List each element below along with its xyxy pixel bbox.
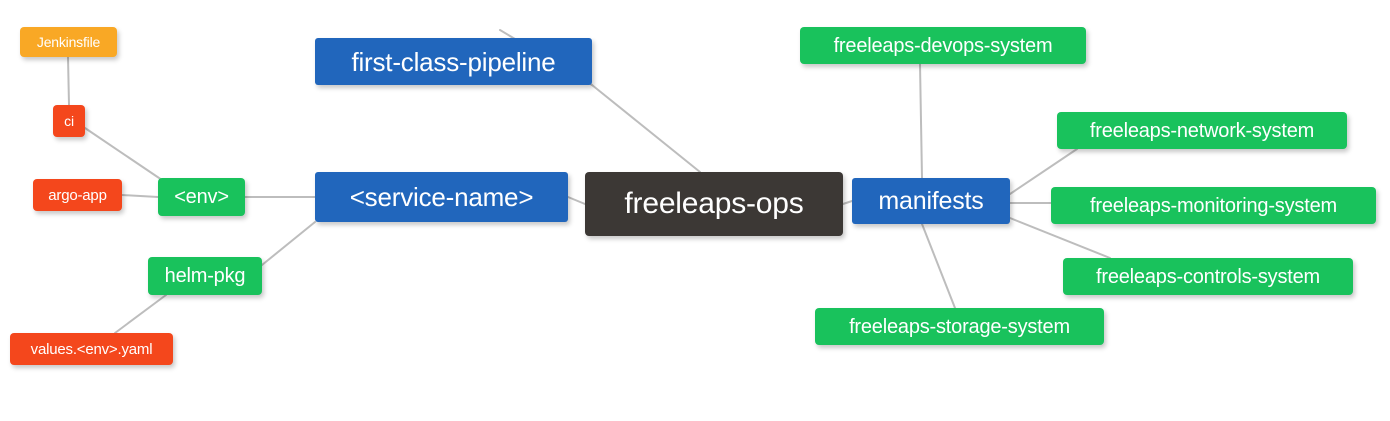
node-helm[interactable]: helm-pkg [148,257,262,295]
edge-helm-to-values [114,294,167,334]
node-label-network: freeleaps-network-system [1089,119,1315,142]
node-monitoring[interactable]: freeleaps-monitoring-system [1051,187,1376,224]
node-label-env: <env> [174,186,229,208]
node-label-monitoring: freeleaps-monitoring-system [1090,194,1337,217]
node-controls[interactable]: freeleaps-controls-system [1063,258,1353,295]
node-storage[interactable]: freeleaps-storage-system [815,308,1104,345]
node-label-service: <service-name> [349,182,534,212]
node-label-manifests: manifests [878,186,984,215]
node-jenkinsfile[interactable]: Jenkinsfile [20,27,117,57]
node-argo[interactable]: argo-app [33,179,122,211]
edge-root-to-service [567,196,586,205]
node-label-ci: ci [64,113,74,129]
node-values[interactable]: values.<env>.yaml [10,333,173,365]
edge-env-to-argo [121,194,159,198]
node-label-root: freeleaps-ops [624,187,804,220]
node-label-values: values.<env>.yaml [30,340,153,358]
edge-manifests-to-storage [921,223,956,309]
edge-manifests-to-devops [919,63,923,179]
node-label-jenkinsfile: Jenkinsfile [36,34,101,50]
edge-env-to-ci [84,127,163,181]
node-env[interactable]: <env> [158,178,245,216]
node-service[interactable]: <service-name> [315,172,568,222]
node-pipeline[interactable]: first-class-pipeline [315,38,592,85]
node-label-helm: helm-pkg [164,265,246,287]
node-label-storage: freeleaps-storage-system [849,315,1070,338]
edge-service-to-helm [261,221,316,266]
node-label-controls: freeleaps-controls-system [1096,265,1320,288]
edge-root-to-manifests [842,200,853,205]
node-root[interactable]: freeleaps-ops [585,172,843,236]
node-label-argo: argo-app [48,186,107,204]
node-network[interactable]: freeleaps-network-system [1057,112,1347,149]
node-ci[interactable]: ci [53,105,85,137]
node-manifests[interactable]: manifests [852,178,1010,224]
edge-pipeline-to-root [591,84,701,173]
edge-ci-to-jenkinsfile [67,56,70,106]
node-label-devops: freeleaps-devops-system [833,34,1053,57]
edge-manifests-to-controls [1009,217,1111,259]
node-label-pipeline: first-class-pipeline [351,46,556,77]
node-devops[interactable]: freeleaps-devops-system [800,27,1086,64]
